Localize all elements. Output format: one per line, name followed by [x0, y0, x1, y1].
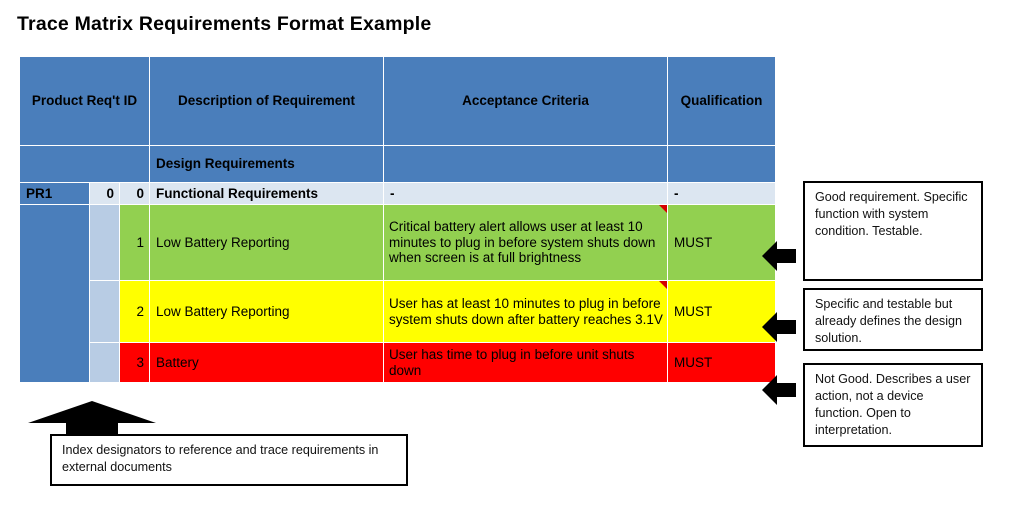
cell-section-acceptance: - [383, 182, 668, 205]
callout-good-requirement: Good requirement. Specific function with… [803, 181, 983, 281]
header-qualification: Qualification [667, 56, 776, 146]
cell-row-acceptance-wrap: User has time to plug in before unit shu… [383, 342, 668, 383]
cell-row-index: 1 [119, 204, 150, 281]
table-header-row: Product Req't ID Description of Requirem… [19, 56, 776, 146]
trace-matrix-table: Product Req't ID Description of Requirem… [19, 56, 776, 383]
cell-row-qualification: MUST [667, 204, 776, 281]
arrow-left-icon-notgood [762, 375, 796, 405]
cell-row-description: Battery [149, 342, 384, 383]
cell-row-index: 2 [119, 280, 150, 343]
subheader-blank-acceptance [383, 145, 668, 183]
callout-index-designators: Index designators to reference and trace… [50, 434, 408, 486]
table-subheader-row: Design Requirements [19, 145, 776, 183]
cell-row-acceptance: Critical battery alert allows user at le… [389, 218, 656, 266]
cell-section-index-2: 0 [119, 182, 150, 205]
cell-section-index-1: 0 [89, 182, 120, 205]
header-acceptance-criteria: Acceptance Criteria [383, 56, 668, 146]
subheader-blank-left [19, 145, 150, 183]
page-title: Trace Matrix Requirements Format Example [17, 13, 432, 35]
cell-index-spacer [89, 280, 120, 343]
cell-index-spacer [89, 204, 120, 281]
cell-section-description: Functional Requirements [149, 182, 384, 205]
table-row: 1 Low Battery Reporting Critical battery… [19, 204, 776, 383]
header-description: Description of Requirement [149, 56, 384, 146]
arrow-up-icon [28, 401, 156, 441]
cell-row-description: Low Battery Reporting [149, 204, 384, 281]
cell-product-req-id: PR1 [19, 182, 90, 205]
arrow-left-icon-design [762, 312, 796, 342]
cell-row-acceptance-wrap: User has at least 10 minutes to plug in … [383, 280, 668, 343]
callout-not-good: Not Good. Describes a user action, not a… [803, 363, 983, 447]
cell-row-acceptance: User has time to plug in before unit shu… [389, 346, 635, 378]
comment-flag-icon [659, 281, 667, 289]
cell-row-acceptance-wrap: Critical battery alert allows user at le… [383, 204, 668, 281]
cell-row-acceptance: User has at least 10 minutes to plug in … [389, 295, 663, 327]
cell-row-index: 3 [119, 342, 150, 383]
cell-section-qualification: - [667, 182, 776, 205]
cell-pr-span [19, 204, 90, 383]
subheader-design-requirements: Design Requirements [149, 145, 384, 183]
table-section-row: PR1 0 0 Functional Requirements - - [19, 182, 776, 205]
table-row: 2 Low Battery Reporting User has at leas… [20, 280, 776, 343]
cell-row-qualification: MUST [667, 280, 776, 343]
callout-design-solution: Specific and testable but already define… [803, 288, 983, 351]
arrow-left-icon-good [762, 241, 796, 271]
subheader-blank-qualification [667, 145, 776, 183]
cell-index-spacer [89, 342, 120, 383]
cell-row-description: Low Battery Reporting [149, 280, 384, 343]
comment-flag-icon [659, 205, 667, 213]
cell-row-qualification: MUST [667, 342, 776, 383]
table-row: 3 Battery User has time to plug in befor… [20, 342, 776, 383]
header-product-req-id: Product Req't ID [19, 56, 150, 146]
